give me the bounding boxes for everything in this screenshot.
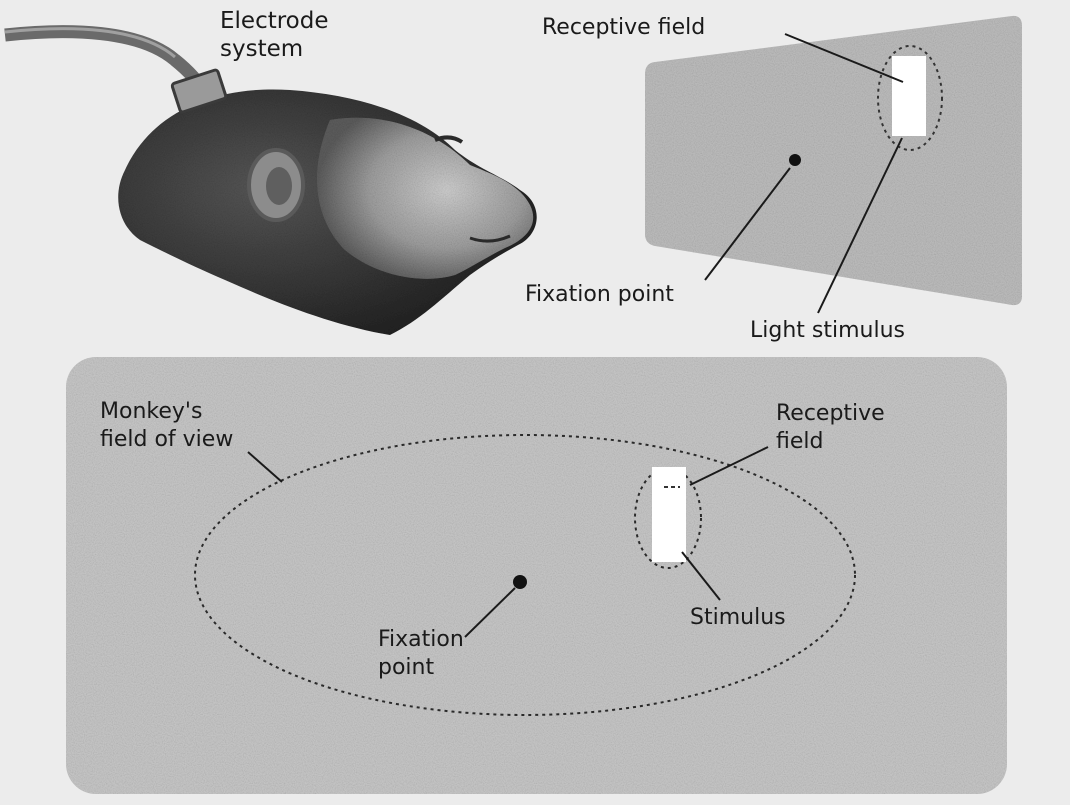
screen-surface	[645, 16, 1022, 305]
label-fixation-line1: Fixation	[378, 627, 464, 652]
label-electrode-line1: Electrode	[220, 8, 329, 34]
monkey-ear-inner	[266, 167, 292, 205]
label-fixation-line2: point	[378, 655, 434, 680]
screen-light-stimulus	[892, 56, 926, 136]
label-receptive-line2: field	[776, 429, 823, 454]
monkey-illustration	[5, 29, 537, 335]
label-receptive-field-top: Receptive field	[542, 15, 705, 40]
label-fixation-point-top: Fixation point	[525, 282, 674, 307]
label-electrode-line2: system	[220, 36, 303, 62]
label-monkey-fov-line2: field of view	[100, 427, 233, 452]
panel-fixation-dot	[513, 575, 527, 589]
label-receptive-line1: Receptive	[776, 401, 885, 426]
panel-stimulus	[652, 467, 686, 562]
label-light-stimulus: Light stimulus	[750, 318, 905, 343]
projection-screen	[645, 16, 1022, 313]
screen-fixation-dot	[789, 154, 801, 166]
label-monkey-fov-line1: Monkey's	[100, 399, 202, 424]
label-stimulus-bottom: Stimulus	[690, 605, 786, 630]
